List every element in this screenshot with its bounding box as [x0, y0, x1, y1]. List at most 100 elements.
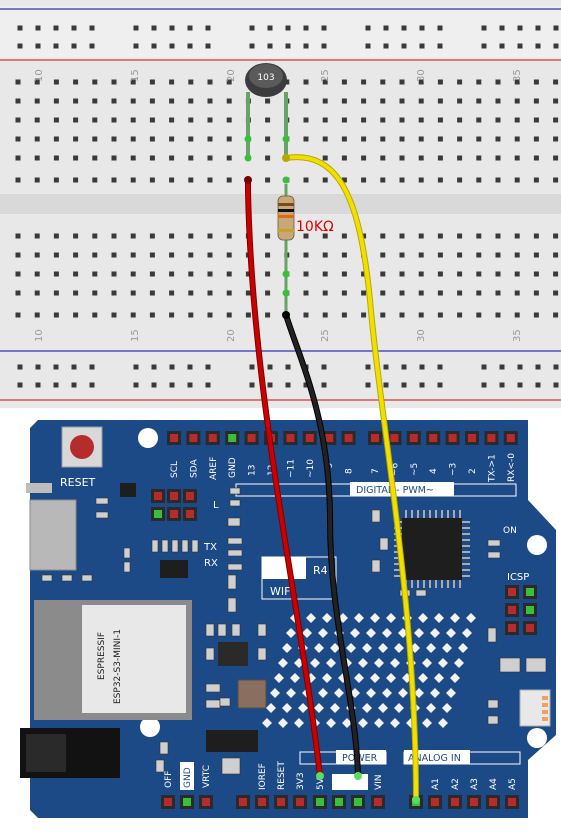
- smd-part: [61, 574, 73, 582]
- smd-part: [205, 683, 221, 693]
- reset-button-cap[interactable]: [70, 435, 94, 459]
- hole: [553, 233, 559, 239]
- hole: [495, 252, 501, 258]
- hole: [437, 290, 443, 296]
- hole: [553, 312, 559, 318]
- hole: [476, 136, 482, 142]
- hole: [303, 79, 309, 85]
- top-pin-label: SDA: [189, 459, 199, 478]
- resistor-band: [278, 209, 294, 212]
- hole: [53, 290, 59, 296]
- hole: [341, 271, 347, 277]
- hole: [399, 312, 405, 318]
- led: [302, 628, 312, 638]
- mcu-leg: [423, 510, 425, 518]
- hole: [89, 382, 95, 388]
- hole: [418, 290, 424, 296]
- smd-part: [525, 657, 547, 673]
- hole: [15, 252, 21, 258]
- hole: [149, 252, 155, 258]
- hole: [383, 382, 389, 388]
- thermistor-label: 103: [257, 73, 274, 83]
- smd-part: [151, 539, 159, 553]
- small-chip: [160, 560, 188, 578]
- hole: [73, 252, 79, 258]
- hole: [111, 117, 117, 123]
- hole: [17, 364, 23, 370]
- hole: [267, 364, 273, 370]
- mcu-leg: [411, 580, 413, 588]
- hole: [533, 79, 539, 85]
- active-hole: [282, 176, 290, 184]
- hole: [207, 271, 213, 277]
- column-number: 20: [226, 69, 237, 82]
- hole: [245, 271, 251, 277]
- hole: [383, 43, 389, 49]
- header-pin-socket: [208, 434, 217, 442]
- led: [310, 658, 320, 668]
- hole: [265, 271, 271, 277]
- power-socket: [354, 798, 362, 806]
- hole: [245, 290, 251, 296]
- hole: [361, 312, 367, 318]
- hole: [130, 117, 136, 123]
- hole: [226, 252, 232, 258]
- hole: [553, 117, 559, 123]
- mcu-leg: [405, 510, 407, 518]
- hole: [481, 364, 487, 370]
- hole: [303, 98, 309, 104]
- power-pin-label: IOREF: [258, 763, 268, 790]
- hole: [15, 177, 21, 183]
- power-socket: [258, 798, 266, 806]
- analog-pin-label: A2: [451, 778, 461, 790]
- smd-part: [229, 499, 241, 507]
- hole: [53, 136, 59, 142]
- led: [382, 688, 392, 698]
- hole: [514, 79, 520, 85]
- smd-part: [219, 697, 231, 707]
- column-number: 15: [130, 329, 141, 342]
- hole: [419, 382, 425, 388]
- hole: [437, 364, 443, 370]
- hole: [553, 252, 559, 258]
- led: [314, 703, 324, 713]
- hole: [553, 177, 559, 183]
- led: [378, 643, 388, 653]
- hole: [17, 382, 23, 388]
- hole: [514, 117, 520, 123]
- active-hole: [282, 135, 290, 143]
- hole: [476, 252, 482, 258]
- led: [458, 643, 468, 653]
- hole: [322, 271, 328, 277]
- hole: [92, 177, 98, 183]
- hole: [322, 136, 328, 142]
- hole: [495, 79, 501, 85]
- hole: [205, 364, 211, 370]
- mcu-leg: [435, 510, 437, 518]
- header-pin-socket: [371, 434, 379, 442]
- resistor-band: [278, 215, 294, 218]
- analog-socket: [431, 798, 439, 806]
- led: [430, 628, 440, 638]
- hole: [341, 177, 347, 183]
- bottom-left-label: GND: [183, 767, 193, 788]
- hole: [15, 79, 21, 85]
- bottom-left-label: VRTC: [202, 765, 212, 788]
- l-label: L: [213, 500, 219, 511]
- hole: [17, 43, 23, 49]
- hole: [111, 290, 117, 296]
- hole: [53, 364, 59, 370]
- hole: [130, 155, 136, 161]
- icsp-socket: [526, 606, 534, 614]
- hole: [149, 271, 155, 277]
- hole: [34, 79, 40, 85]
- hole: [457, 117, 463, 123]
- smd-part: [487, 551, 501, 559]
- hole: [169, 252, 175, 258]
- led: [350, 688, 360, 698]
- mcu-leg: [423, 580, 425, 588]
- smd-part: [123, 561, 131, 573]
- icsp-label: ICSP: [507, 572, 529, 583]
- hole: [188, 252, 194, 258]
- led: [314, 643, 324, 653]
